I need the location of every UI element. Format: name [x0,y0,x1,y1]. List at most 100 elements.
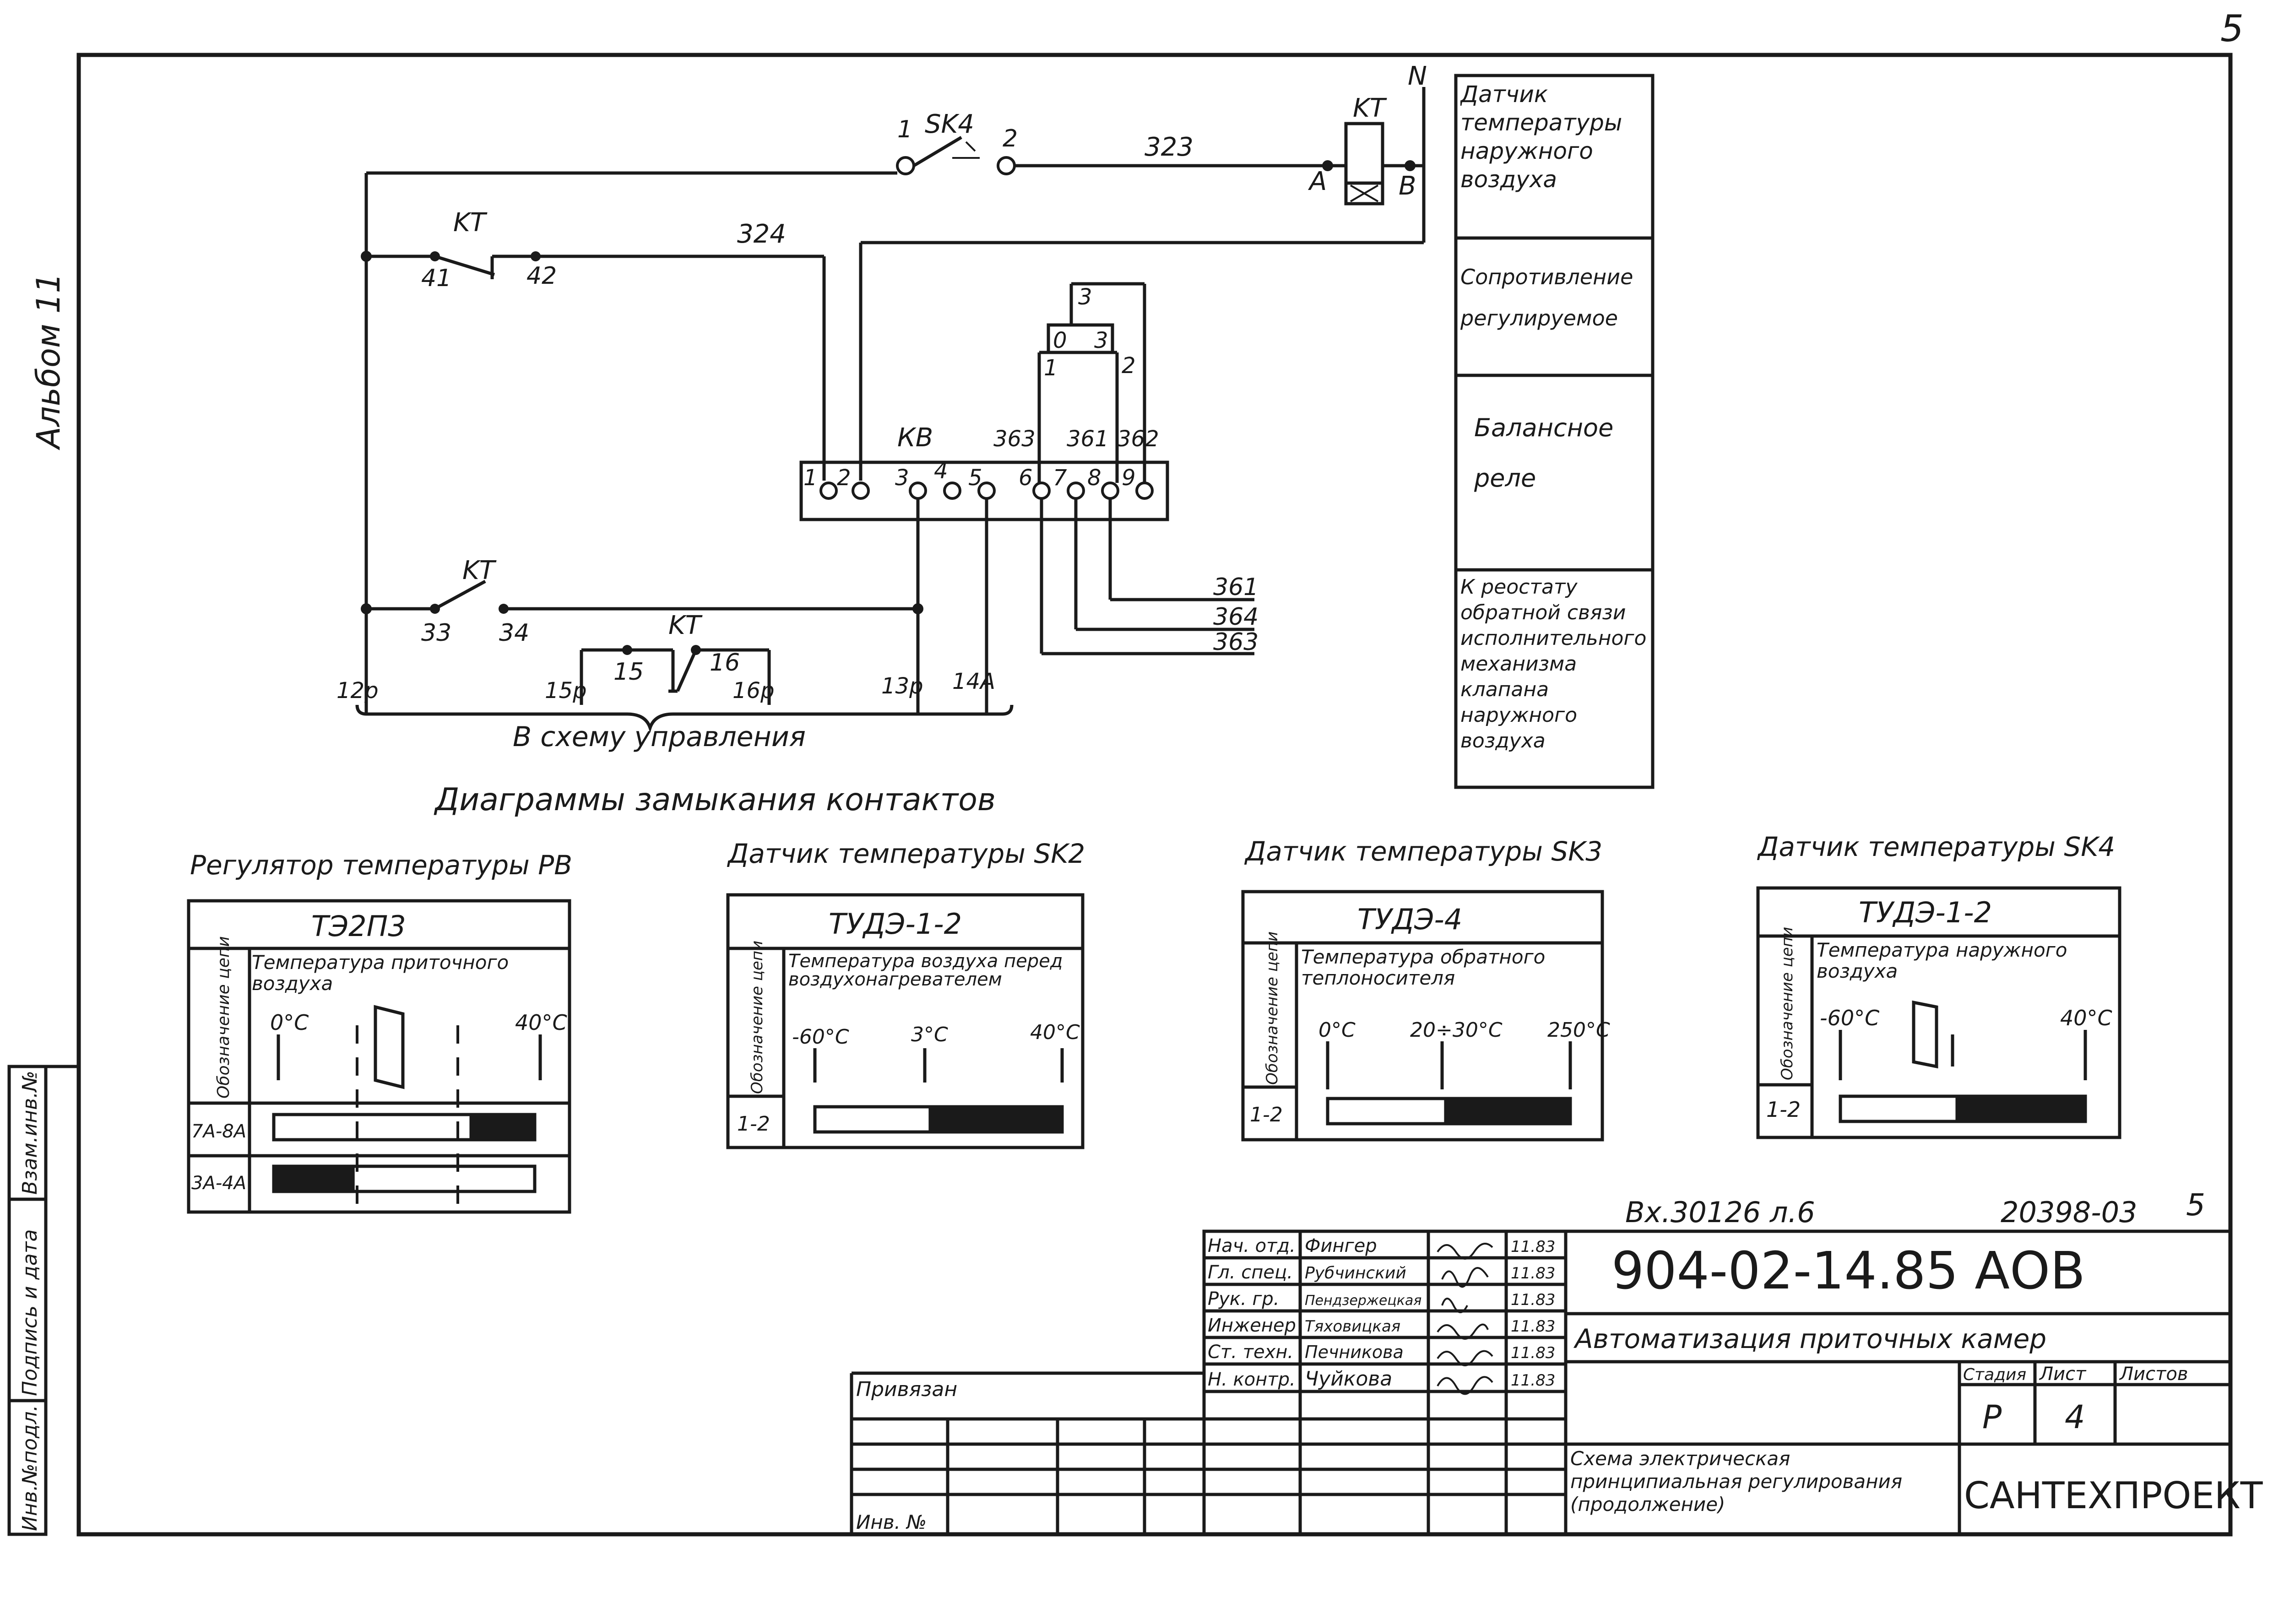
doc-code: 904-02-14.85 АОВ [1611,1241,2085,1301]
diagram-3-row-1: 1-2 [1250,1103,1283,1126]
diagram-1-col-header: Обозначение цепи [214,936,233,1099]
kb-pin-3: 3 [895,465,909,491]
diagram-3-param: Температура обратного теплоносителя [1301,947,1546,989]
wire-323: 323 [1145,132,1194,162]
sheet-value: 4 [2065,1398,2085,1436]
pot-wire-1: 1 [1044,355,1058,381]
replace-inv-label: Взам.инв.№ [18,1071,42,1195]
diagram-2-scale-1: 3°С [911,1023,948,1046]
legend-adjustable-resistor: Сопротивление регулируемое [1460,265,1633,330]
sk4-pin2: 2 [1003,125,1018,152]
kb-terminals: 1 2 3 4 5 6 7 8 9 [803,458,1154,500]
coil-b: B [1399,171,1416,201]
pin-16: 16 [710,649,740,677]
staff-date-1: 11.83 [1511,1238,1555,1256]
staff-name-3: Пендзержецкая [1305,1293,1421,1309]
term-13p: 13р [881,673,923,699]
diagram-1-scale-1: 40°С [515,1010,567,1035]
kb-pin-6: 6 [1019,465,1033,491]
inv-podl-label: Инв.№подл. [18,1405,42,1531]
pin-33: 33 [421,619,451,647]
organization: САНТЕХПРОЕКТ [1964,1474,2263,1517]
pot-wire-2: 2 [1122,353,1136,379]
kb-pin-1: 1 [803,465,818,491]
diagram-2-title: Датчик температуры SK2 [727,838,1085,869]
staff-date-5: 11.83 [1511,1344,1555,1362]
staff-name-4: Тяховицкая [1305,1317,1400,1336]
staff-date-2: 11.83 [1511,1264,1555,1283]
kb-label: КВ [897,423,933,453]
archive-code: Вх.30126 л.6 [1625,1196,1815,1229]
diagram-2-device: ТУДЭ-1-2 [829,907,962,941]
diagram-4-scale-0: -60°С [1820,1006,1879,1030]
pin-42: 42 [526,262,557,290]
stage-label: Стадия [1963,1365,2026,1384]
diagram-2-closed-bar-1 [928,1107,1062,1132]
privyazan-label: Привязан [856,1378,957,1401]
diagram-2-scale-2: 40°С [1030,1021,1080,1044]
diagram-1-title: Регулятор температуры РВ [190,850,572,881]
stage-value: Р [1982,1398,2002,1436]
staff-role-6: Н. контр. [1208,1369,1296,1390]
diagram-3-scale-1: 20÷30°С [1410,1018,1503,1042]
diagram-sensor-sk4: Датчик температуры SK4 ТУДЭ-1-2 Обозначе… [1756,831,2121,1139]
staff-role-1: Нач. отд. [1208,1235,1296,1256]
pin-41: 41 [421,265,451,292]
diagram-sensor-sk3: Датчик температуры SK3 ТУДЭ-4 Обозначени… [1241,836,1610,1142]
staff-name-6: Чуйкова [1305,1367,1392,1391]
order-sheet: 5 [2186,1187,2205,1223]
signature-5 [1437,1350,1493,1366]
staff-name-1: Фингер [1305,1235,1377,1256]
coil-a: A [1308,167,1327,196]
out-361: 361 [1213,574,1259,601]
staff-date-4: 11.83 [1511,1317,1555,1336]
signature-4 [1437,1323,1489,1340]
sk4-label: SK4 [925,109,974,139]
diagram-4-device: ТУДЭ-1-2 [1859,896,1992,929]
diagram-4-param: Температура наружного воздуха [1817,940,2067,982]
signature-6 [1437,1376,1493,1395]
term-12p: 12р [336,678,379,704]
diagram-4-title: Датчик температуры SK4 [1757,831,2115,862]
kb-pin-7: 7 [1053,465,1067,491]
wire-362-label: 362 [1117,426,1159,452]
kb-pin-2: 2 [837,465,851,491]
wire-361-label: 361 [1067,426,1109,452]
kb-pin-9: 9 [1122,465,1136,491]
order-code: 20398-03 [2001,1196,2138,1229]
wire-363-label: 363 [993,426,1036,452]
wire-324: 324 [737,219,786,249]
kt-coil-label: KT [1353,93,1387,123]
diagram-3-scale-0: 0°С [1318,1018,1356,1042]
diagram-2-param: Температура воздуха перед воздухонагрева… [788,952,1063,990]
diagram-2-col-header: Обозначение цепи [748,941,766,1094]
staff-role-2: Гл. спец. [1208,1262,1293,1283]
diagram-4-col-header: Обозначение цепи [1778,927,1796,1080]
diagram-3-col-header: Обозначение цепи [1263,931,1281,1085]
left-margin-stamp: Взам.инв.№ Подпись и дата Инв.№подл. [7,1065,79,1536]
staff-date-6: 11.83 [1511,1371,1555,1390]
neutral-label: N [1408,61,1427,91]
sheet-label: Лист [2039,1364,2087,1385]
legend-balance-relay: Балансное реле [1474,413,1614,493]
pot-wiper-3: 3 [1078,284,1092,310]
diagram-3-closed-bar-1 [1444,1099,1570,1124]
staff-name-2: Рубчинский [1305,1264,1406,1283]
sheets-label: Листов [2119,1364,2188,1385]
pin-15: 15 [613,658,644,686]
wiring-schematic: 1 SK4 2 323 KT A B N KT 41 42 324 [336,61,1427,753]
staff-role-4: Инженер [1208,1315,1296,1336]
diagram-3-device: ТУДЭ-4 [1357,903,1462,936]
inv-no-label: Инв. № [856,1511,927,1533]
diagram-regulator-pb: Регулятор температуры РВ ТЭ2П3 Обозначен… [187,850,572,1214]
diagram-3-title: Датчик температуры SK3 [1244,836,1602,867]
term-15p: 15р [545,678,587,704]
diagram-4-scale-1: 40°С [2060,1006,2112,1030]
staff-name-5: Печникова [1305,1342,1404,1362]
diagram-4-row-1: 1-2 [1766,1097,1801,1122]
kb-pin-5: 5 [968,465,982,491]
term-16p: 16р [732,678,775,704]
diagram-sensor-sk2: Датчик температуры SK2 ТУДЭ-1-2 Обозначе… [726,838,1085,1149]
legend-feedback-rheostat: К реостату обратной связи исполнительног… [1460,575,1647,752]
